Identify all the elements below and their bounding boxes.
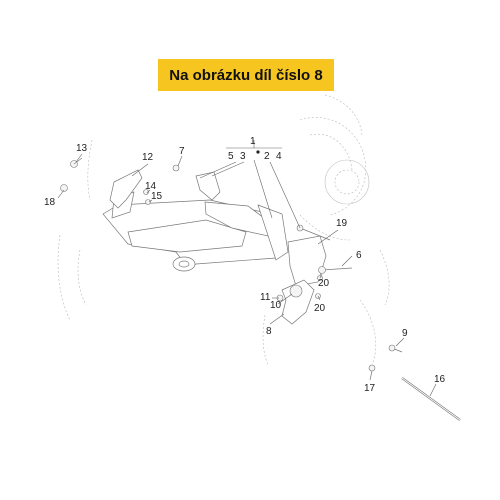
callout-14: 14 <box>145 181 157 192</box>
callout-8: 8 <box>266 326 272 337</box>
callout-19: 19 <box>336 218 348 229</box>
callout-20-lower: 20 <box>314 303 326 314</box>
callout-5: 5 <box>228 151 234 162</box>
callout-3: 3 <box>240 151 246 162</box>
callout-16: 16 <box>434 374 446 385</box>
callout-6: 6 <box>356 250 362 261</box>
part-7-nut <box>172 164 180 172</box>
callout-20-upper: 20 <box>318 278 330 289</box>
callout-18: 18 <box>44 197 56 208</box>
part-16-axle-highlight <box>401 377 461 421</box>
part-13-bolt <box>73 157 83 165</box>
callout-13: 13 <box>76 143 88 154</box>
callout-15: 15 <box>151 191 163 202</box>
callout-4: 4 <box>276 151 282 162</box>
part-4-bolt <box>299 227 331 241</box>
leader-lines <box>57 153 437 397</box>
callout-12: 12 <box>142 152 154 163</box>
part-6-bolt <box>321 267 353 271</box>
part-9-bolt-head <box>388 344 396 352</box>
engine-background-outline <box>57 94 390 366</box>
part-10-washer <box>289 284 303 298</box>
part-3-link-plate <box>195 171 221 201</box>
callout-7: 7 <box>179 146 185 157</box>
part-6-bolt-head <box>318 266 326 274</box>
callout-labels: 1 2 3 4 5 6 7 8 9 10 11 12 13 14 15 16 1… <box>44 136 446 394</box>
callout-17: 17 <box>364 383 376 394</box>
callout-2: 2 <box>264 151 270 162</box>
part-17-nut <box>368 364 376 372</box>
banner-text: Na obrázku díl číslo 8 <box>169 66 323 84</box>
part-12-left-bracket <box>109 169 143 209</box>
part-15-nut <box>145 199 151 205</box>
part-14-washer <box>143 189 149 195</box>
callout-1: 1 <box>250 136 256 147</box>
callout-10: 10 <box>270 300 282 311</box>
swing-arm <box>102 191 289 272</box>
group-bracket-1 <box>226 140 282 154</box>
callout-11: 11 <box>260 292 271 303</box>
part-18-nut <box>60 184 68 192</box>
highlighted-part-banner: Na obrázku díl číslo 8 <box>158 59 334 91</box>
callout-9: 9 <box>402 328 408 339</box>
